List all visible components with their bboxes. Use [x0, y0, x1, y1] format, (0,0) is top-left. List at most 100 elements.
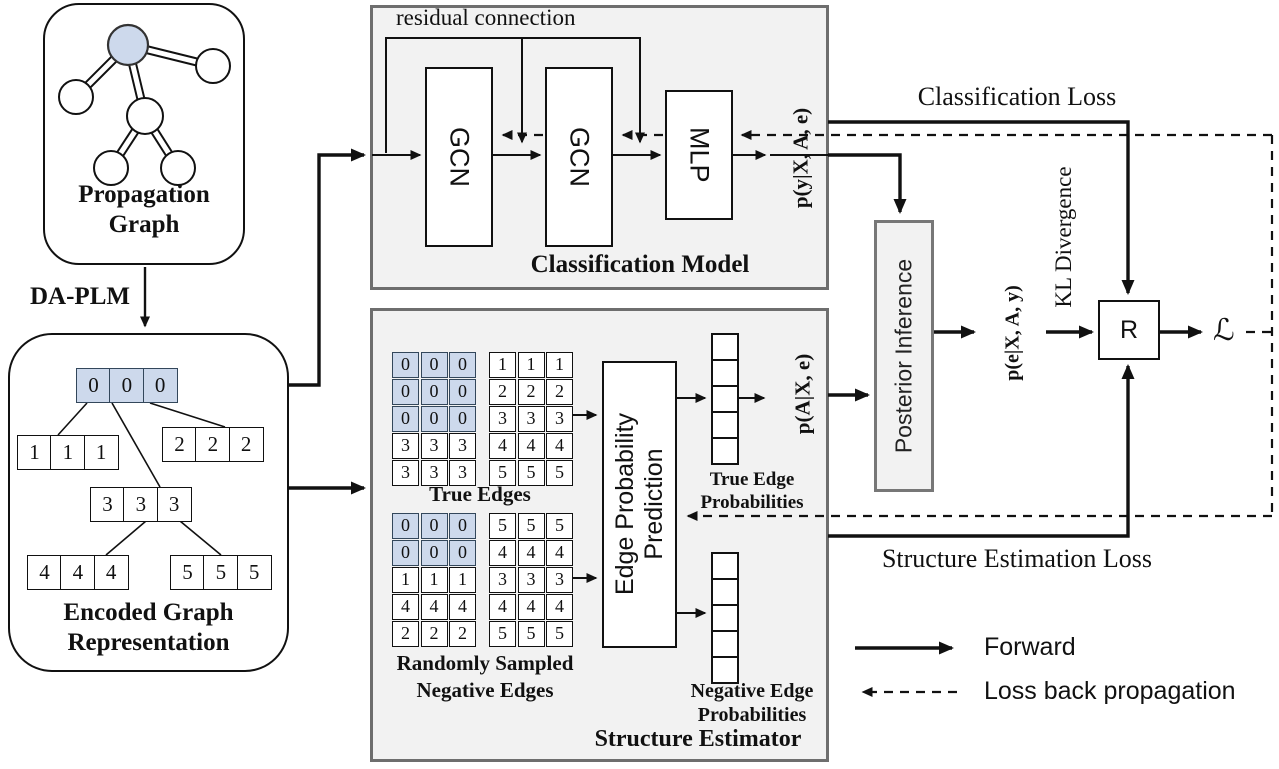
matrix-cell: 3: [420, 433, 448, 459]
matrix-cell: 0: [392, 352, 419, 378]
legend-forward-label: Forward: [984, 633, 1076, 661]
matrix-cell: 4: [489, 433, 516, 459]
posterior-inference-label: Posterior Inference: [890, 258, 917, 454]
matrix-cell: 4: [546, 433, 573, 459]
residual-connection-label: residual connection: [396, 5, 576, 30]
negative-probabilities-vector: [711, 552, 739, 684]
classification-loss-label: Classification Loss: [917, 82, 1117, 111]
probability-cell: [711, 656, 739, 684]
matrix-cell: 2: [195, 427, 231, 462]
matrix-cell: 5: [489, 621, 516, 647]
posterior-output-label: p(e|X, A, y): [1001, 285, 1024, 381]
matrix-cell: 3: [449, 460, 476, 486]
matrix-cell: 2: [489, 379, 516, 405]
matrix-cell: 2: [517, 379, 545, 405]
matrix-cell: 0: [420, 406, 448, 432]
matrix-cell: 4: [517, 594, 545, 620]
classification-output-label: p(y|X, A, e): [788, 107, 813, 209]
matrix-cell: 3: [489, 567, 516, 593]
matrix-cell: 3: [392, 460, 419, 486]
probability-cell: [711, 411, 739, 439]
matrix-cell: 1: [50, 435, 86, 470]
matrix-cell: 1: [546, 352, 573, 378]
matrix-cell: 4: [546, 594, 573, 620]
legend-backprop-label: Loss back propagation: [984, 677, 1236, 705]
matrix-cell: 2: [546, 379, 573, 405]
matrix-cell: 0: [449, 540, 476, 566]
matrix-cell: 4: [517, 433, 545, 459]
probability-cell: [711, 630, 739, 658]
matrix-cell: 4: [93, 555, 129, 590]
matrix-cell: 4: [27, 555, 62, 590]
matrix-cell: 2: [162, 427, 197, 462]
matrix-cell: 0: [142, 368, 178, 403]
matrix-cell: 3: [156, 487, 192, 522]
matrix-cell: 3: [546, 567, 573, 593]
matrix-cell: 3: [449, 433, 476, 459]
negative-edge-probabilities-label: Negative Edge Probabilities: [690, 680, 814, 726]
matrix-cell: 5: [489, 513, 516, 539]
matrix-cell: 3: [90, 487, 125, 522]
matrix-cell: 4: [420, 594, 448, 620]
da-plm-label: DA-PLM: [30, 283, 130, 310]
gcn2-label: GCN: [564, 127, 595, 187]
negative-edges-label: Randomly Sampled Negative Edges: [396, 651, 574, 702]
matrix-cell: 5: [489, 460, 516, 486]
propagation-graph-title: Propagation Graph: [78, 181, 210, 238]
matrix-cell: 5: [517, 621, 545, 647]
total-loss-symbol: ℒ: [1213, 313, 1235, 348]
matrix-cell: 2: [449, 621, 476, 647]
gcn1-label: GCN: [444, 127, 475, 187]
structure-estimation-loss-label: Structure Estimation Loss: [881, 544, 1153, 573]
mlp-label: MLP: [684, 127, 715, 183]
matrix-cell: 0: [449, 406, 476, 432]
matrix-cell: 5: [546, 621, 573, 647]
matrix-cell: 3: [517, 567, 545, 593]
matrix-cell: 4: [489, 540, 516, 566]
matrix-cell: 1: [489, 352, 516, 378]
matrix-cell: 2: [392, 621, 419, 647]
encoded-graph-title: Encoded Graph Representation: [63, 599, 234, 656]
matrix-cell: 0: [420, 379, 448, 405]
matrix-cell: 3: [420, 460, 448, 486]
probability-cell: [711, 578, 739, 606]
matrix-cell: 5: [517, 460, 545, 486]
matrix-cell: 0: [392, 379, 419, 405]
matrix-cell: 5: [236, 555, 272, 590]
gcn2-block: GCN: [545, 67, 613, 247]
probability-cell: [711, 604, 739, 632]
edge-probability-prediction-label: Edge Probability Prediction: [611, 412, 668, 596]
matrix-cell: 1: [517, 352, 545, 378]
true-edges-label: True Edges: [429, 482, 531, 506]
matrix-cell: 3: [517, 406, 545, 432]
matrix-cell: 5: [546, 513, 573, 539]
matrix-cell: 1: [17, 435, 52, 470]
matrix-cell: 1: [449, 567, 476, 593]
matrix-cell: 0: [76, 368, 111, 403]
matrix-cell: 5: [546, 460, 573, 486]
matrix-cell: 4: [489, 594, 516, 620]
matrix-cell: 2: [228, 427, 264, 462]
